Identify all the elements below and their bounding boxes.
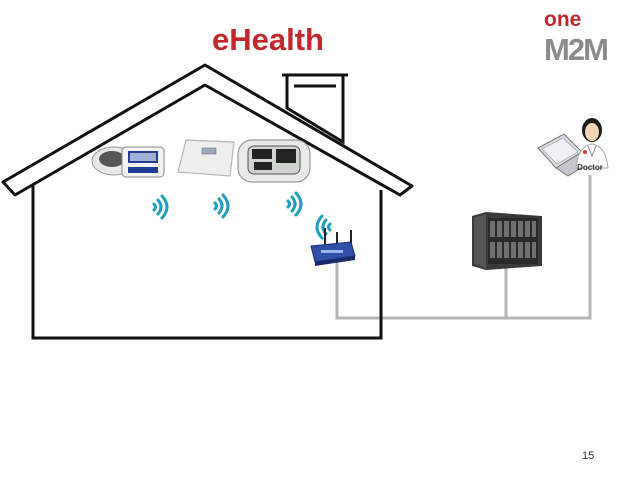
house — [1, 63, 414, 340]
pulse-monitor-icon — [237, 139, 311, 183]
blood-pressure-monitor-icon — [91, 146, 165, 178]
server-rack-icon — [472, 212, 542, 270]
router-to-doctor-cable — [335, 175, 592, 320]
scale-icon — [177, 139, 235, 177]
house-roof — [1, 63, 414, 197]
slide-title: eHealth — [212, 22, 324, 57]
page-number: 15 — [582, 450, 595, 462]
doctor-label: Doctor — [577, 163, 603, 172]
network-cables — [335, 175, 592, 320]
logo-bottom-text: M2M — [544, 32, 607, 67]
wifi-wave-icon-router — [315, 214, 332, 240]
onem2m-logo: one M2M — [544, 8, 628, 67]
house-walls — [31, 184, 383, 340]
wifi-waves — [152, 191, 332, 240]
router-icon — [310, 228, 356, 266]
wifi-wave-icon-1 — [152, 194, 169, 220]
doctor-icon — [537, 118, 609, 177]
logo-top-text: one — [544, 8, 581, 31]
wifi-wave-icon-3 — [286, 191, 303, 217]
wifi-wave-icon-2 — [213, 193, 230, 219]
